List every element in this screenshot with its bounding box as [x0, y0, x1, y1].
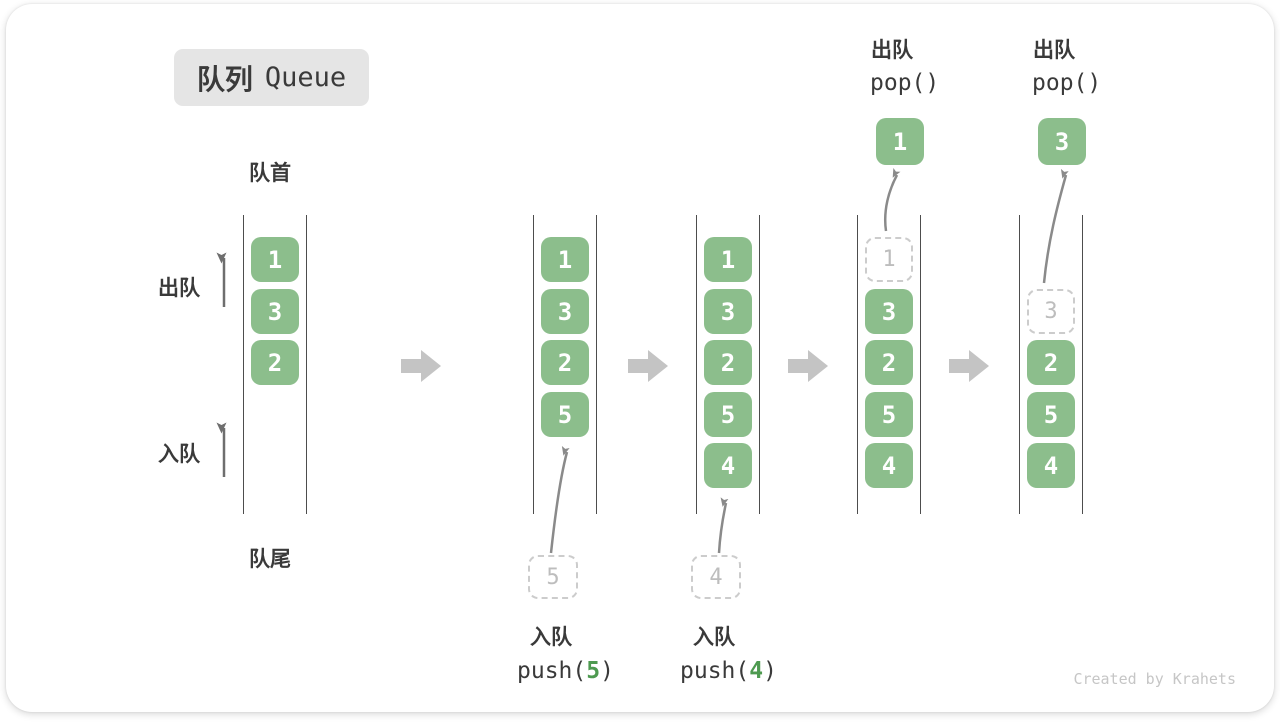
- queue-cell-3: 3: [704, 289, 752, 334]
- queue-state-after-push-5: 1 3 2 5: [533, 215, 597, 514]
- enqueue-code-arg: 5: [586, 658, 601, 684]
- operation-arrows: [549, 167, 1069, 554]
- label-queue-front: 队首: [249, 162, 291, 185]
- block-arrow-1: [401, 350, 441, 382]
- enqueue-code-label: push(4): [680, 658, 777, 684]
- label-dequeue-side: 出队: [158, 277, 200, 300]
- queue-cell-3: 3: [251, 289, 299, 334]
- queue-cell-1: 1: [541, 237, 589, 282]
- title-zh: 队列: [196, 63, 253, 95]
- pending-value-4: 4: [691, 555, 741, 599]
- dequeue-code-label: pop(): [870, 70, 940, 96]
- title-badge: 队列 Queue: [174, 49, 369, 106]
- queue-cell-5: 5: [541, 392, 589, 437]
- queue-cell-1: 1: [704, 237, 752, 282]
- queue-cell-2: 2: [1027, 340, 1075, 385]
- label-enqueue-side: 入队: [158, 443, 200, 466]
- pending-value-5: 5: [528, 555, 578, 599]
- block-arrow-2: [628, 350, 668, 382]
- queue-state-after-push-4: 1 3 2 5 4: [696, 215, 760, 514]
- title-en: Queue: [264, 62, 347, 93]
- block-arrow-4: [949, 350, 989, 382]
- queue-cell-dashed-3: 3: [1027, 289, 1075, 334]
- queue-state-initial: 1 3 2: [243, 215, 307, 514]
- queue-cell-5: 5: [1027, 392, 1075, 437]
- enqueue-label: 入队: [530, 626, 572, 649]
- block-arrow-3: [788, 350, 828, 382]
- queue-cell-5: 5: [704, 392, 752, 437]
- queue-cell-3: 3: [541, 289, 589, 334]
- popped-value-1: 1: [876, 118, 924, 165]
- queue-cell-2: 2: [251, 340, 299, 385]
- label-queue-rear: 队尾: [249, 548, 291, 571]
- queue-cell-2: 2: [541, 340, 589, 385]
- queue-state-after-pop-3: 3 2 5 4: [1019, 215, 1083, 514]
- queue-cell-dashed-1: 1: [865, 237, 913, 282]
- queue-cell-2: 2: [865, 340, 913, 385]
- popped-value-3: 3: [1038, 118, 1086, 165]
- queue-cell-4: 4: [865, 443, 913, 488]
- queue-cell-1: 1: [251, 237, 299, 282]
- queue-cell-4: 4: [1027, 443, 1075, 488]
- watermark: Created by Krahets: [1073, 670, 1236, 688]
- dequeue-label: 出队: [871, 39, 913, 62]
- dequeue-code-label: pop(): [1032, 70, 1102, 96]
- diagram-card: 队列 Queue 队首 队尾 出队 入队 1 3 2 1 3 2 5 5 入队 push(5) 1 3…: [6, 4, 1274, 712]
- queue-cell-5: 5: [865, 392, 913, 437]
- arrows-overlay: [216, 167, 1069, 554]
- dequeue-label: 出队: [1033, 39, 1075, 62]
- enqueue-code-arg: 4: [749, 658, 764, 684]
- queue-state-after-pop-1: 1 3 2 5 4: [857, 215, 921, 514]
- queue-cell-4: 4: [704, 443, 752, 488]
- queue-cell-2: 2: [704, 340, 752, 385]
- queue-cell-3: 3: [865, 289, 913, 334]
- enqueue-code-label: push(5): [517, 658, 614, 684]
- enqueue-label: 入队: [693, 626, 735, 649]
